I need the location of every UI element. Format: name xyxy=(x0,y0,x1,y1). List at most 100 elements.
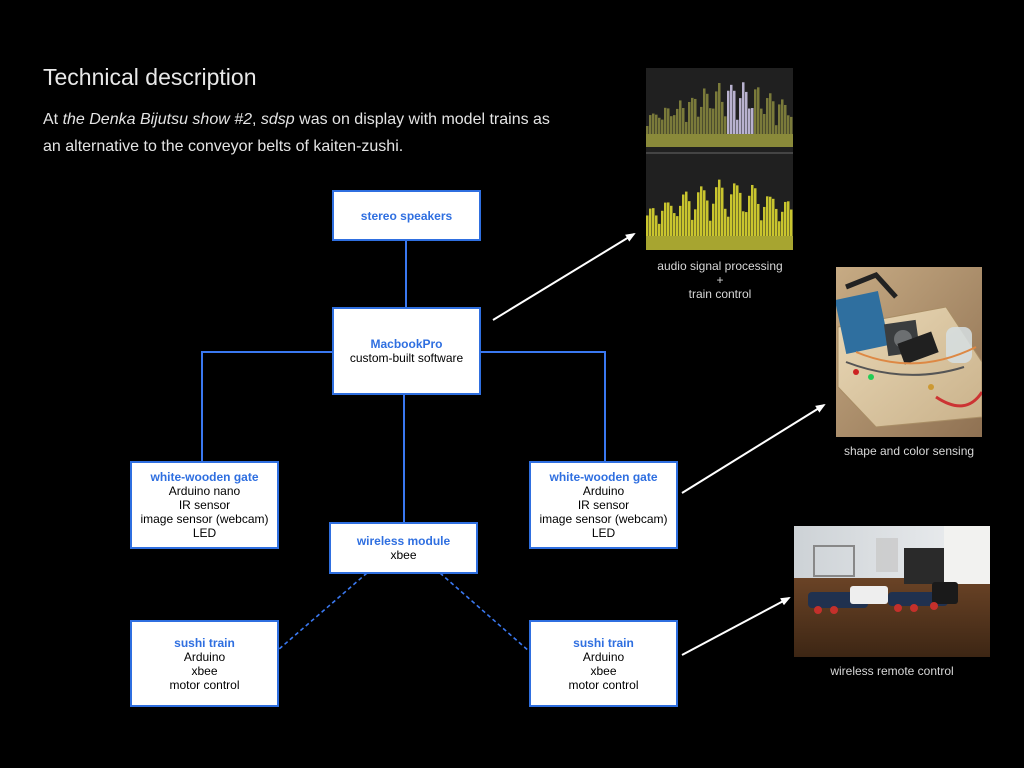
spectrum-bar xyxy=(655,215,658,236)
remote-train-photo xyxy=(794,526,990,657)
audio-caption: audio signal processing + train control xyxy=(640,259,800,301)
caption-line: audio signal processing xyxy=(657,259,783,273)
spectrum-bar xyxy=(766,196,769,236)
spectrum-bar xyxy=(718,83,721,134)
spectrum-bar xyxy=(766,98,769,134)
node-heading: wireless module xyxy=(356,534,451,548)
link-wireless-train-right xyxy=(439,572,531,653)
spectrum-bar xyxy=(697,192,700,236)
spectrum-bar xyxy=(760,108,763,134)
node-heading: stereo speakers xyxy=(360,208,453,223)
spectrum-bar xyxy=(781,211,784,236)
audio-spectrum-screenshot xyxy=(646,68,793,250)
node-line: LED xyxy=(591,526,616,540)
spectrum-bar xyxy=(667,108,670,134)
spectrum-bar xyxy=(649,208,652,236)
spectrum-bar xyxy=(745,212,748,236)
spectrum-bar xyxy=(652,113,655,134)
spectrum-bar xyxy=(682,194,685,236)
spectrum-bar xyxy=(748,195,751,236)
spectrum-bar xyxy=(682,108,685,134)
spectrum-bar xyxy=(688,201,691,236)
spectrum-bar xyxy=(739,192,742,236)
intro-part-3: was on display with model trains as an a… xyxy=(43,111,550,155)
spectrum-bar xyxy=(646,215,649,236)
spectrum-bar xyxy=(763,206,766,236)
spectrum-bar xyxy=(754,89,757,134)
node-heading: white-wooden gate xyxy=(549,470,658,484)
connector-macbook-gate-left xyxy=(201,351,333,462)
node-macbookpro: MacbookPro custom-built software xyxy=(332,307,481,395)
spectrum-bar xyxy=(757,203,760,236)
spectrum-bar xyxy=(709,220,712,236)
node-line: xbee xyxy=(590,663,617,678)
spectrum-bar xyxy=(736,185,739,236)
spectrum-bar xyxy=(649,115,652,134)
spectrum-bar xyxy=(658,117,661,134)
spectrum-bar xyxy=(652,208,655,236)
spectrum-bar xyxy=(712,203,715,236)
spectrum-bar xyxy=(679,100,682,134)
spectrum-bar xyxy=(703,88,706,134)
intro-part-1: At xyxy=(43,111,63,128)
node-sushi-train-left: sushi train Arduino xbee motor control xyxy=(130,620,279,707)
spectrum-bar xyxy=(655,114,658,134)
node-line: LED xyxy=(192,526,217,540)
spectrum-bar xyxy=(730,194,733,236)
node-line: motor control xyxy=(169,677,240,692)
node-heading: white-wooden gate xyxy=(150,470,259,484)
spectrum-bar xyxy=(778,104,781,134)
caption-line: shape and color sensing xyxy=(843,444,975,458)
spectrum-bar xyxy=(757,87,760,134)
spectrum-bar xyxy=(667,202,670,236)
spectrum-bar xyxy=(658,223,661,236)
node-line: IR sensor xyxy=(577,498,630,512)
node-line: IR sensor xyxy=(178,498,231,512)
caption-line: train control xyxy=(688,287,752,301)
spectrum-divider xyxy=(646,152,793,154)
arrow-to-sensor-photo xyxy=(681,403,826,494)
link-wireless-train-left xyxy=(277,572,368,651)
spectrum-bar xyxy=(751,108,754,134)
spectrum-bar xyxy=(664,107,667,134)
spectrum-bar xyxy=(730,84,733,134)
spectrum-bar xyxy=(784,201,787,236)
node-line: image sensor (webcam) xyxy=(140,512,269,526)
node-stereo-speakers: stereo speakers xyxy=(332,190,481,241)
spectrum-bar xyxy=(718,179,721,236)
node-line: custom-built software xyxy=(349,351,464,365)
spectrum-bar xyxy=(646,126,649,134)
node-line: xbee xyxy=(390,548,417,562)
spectrum-bottom-band xyxy=(646,236,793,250)
node-heading: sushi train xyxy=(174,635,235,650)
spectrum-bar xyxy=(685,191,688,236)
spectrum-bar xyxy=(691,219,694,236)
spectrum-bar xyxy=(673,115,676,134)
spectrum-bar xyxy=(712,108,715,134)
work-name: sdsp xyxy=(260,111,295,128)
spectrum-bar xyxy=(790,116,793,134)
remote-train-graphic xyxy=(794,526,990,657)
spectrum-bar xyxy=(673,213,676,236)
spectrum-bar xyxy=(787,115,790,134)
node-gate-right: white-wooden gate Arduino IR sensor imag… xyxy=(529,461,678,549)
spectrum-bar xyxy=(706,200,709,236)
spectrum-bar xyxy=(697,116,700,134)
spectrum-bar xyxy=(721,187,724,236)
spectrum-bar xyxy=(763,113,766,134)
sensor-caption: shape and color sensing xyxy=(826,444,992,458)
node-sushi-train-right: sushi train Arduino xbee motor control xyxy=(529,620,678,707)
spectrum-bar xyxy=(670,205,673,236)
page-title: Technical description xyxy=(43,64,257,90)
caption-line: wireless remote control xyxy=(830,664,954,678)
intro-text: At the Denka Bijutsu show #2, sdsp was o… xyxy=(43,106,563,160)
spectrum-bar xyxy=(772,101,775,134)
spectrum-bar xyxy=(784,104,787,134)
spectrum-top-bars xyxy=(646,82,793,134)
spectrum-bar xyxy=(700,186,703,236)
spectrum-bar xyxy=(676,108,679,134)
spectrum-bar xyxy=(772,198,775,236)
node-line: xbee xyxy=(191,663,218,678)
spectrum-bar xyxy=(769,93,772,134)
